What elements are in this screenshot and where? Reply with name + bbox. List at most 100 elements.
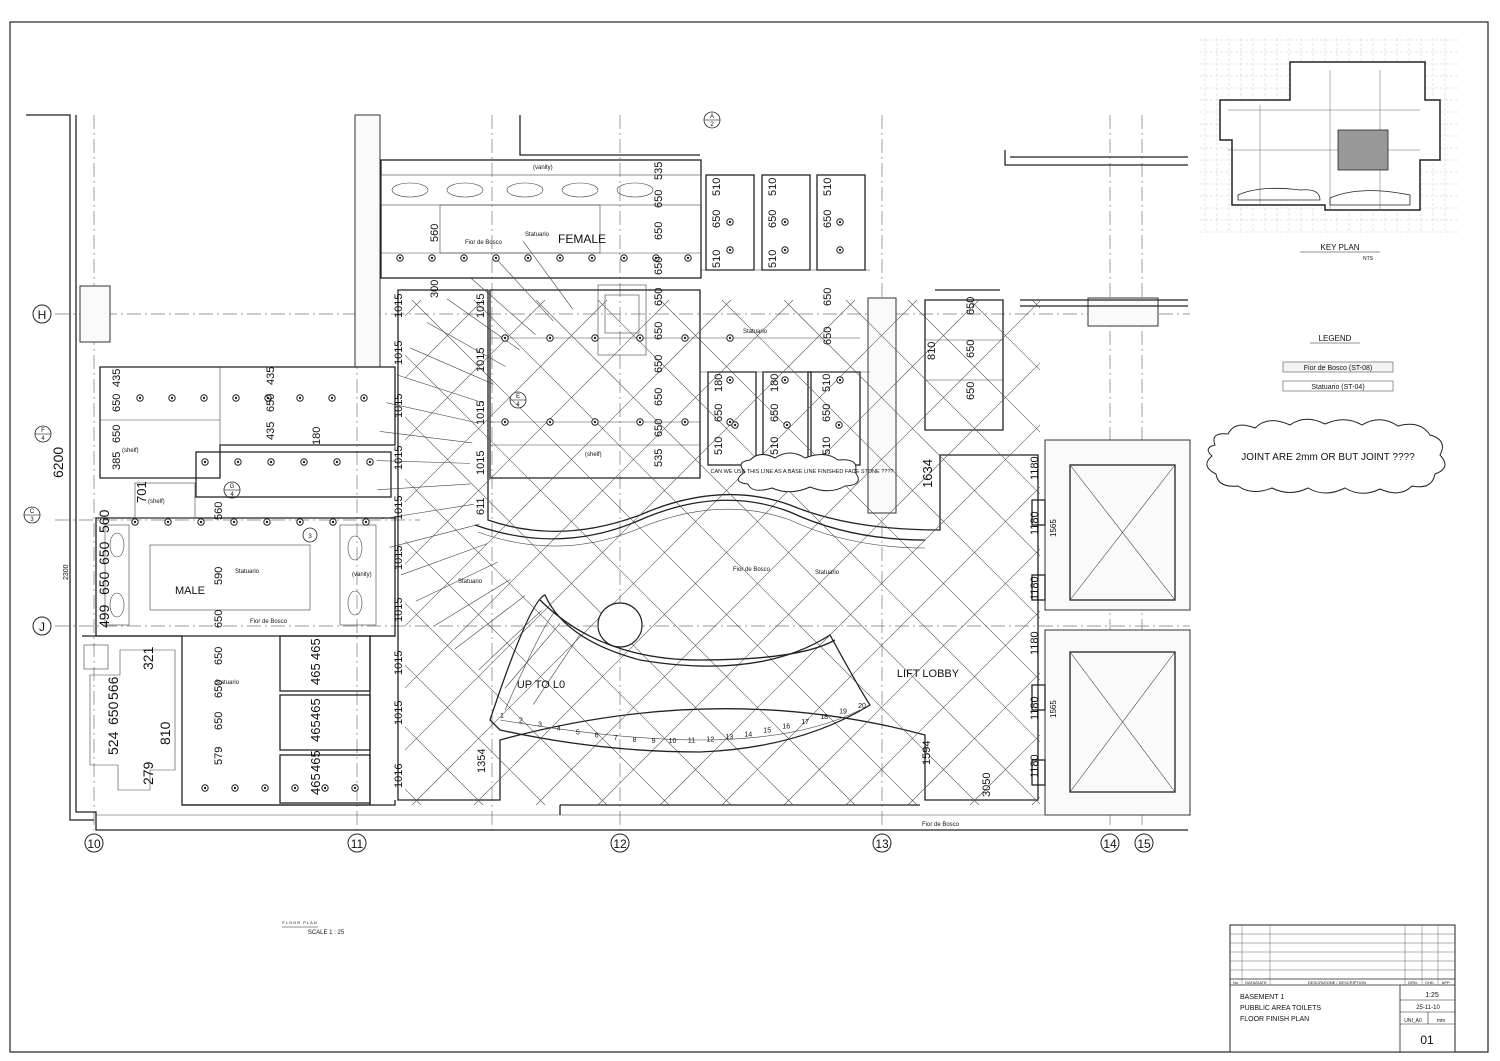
svg-text:435: 435 (111, 369, 123, 387)
tile-joint-line (845, 300, 1040, 805)
svg-text:510: 510 (767, 178, 779, 196)
svg-text:1180: 1180 (1029, 456, 1041, 480)
tile-joint-line (721, 300, 1040, 805)
tile-joint-line (1404, 300, 1500, 805)
svg-text:650: 650 (653, 388, 665, 406)
joint-mark-dot (269, 460, 273, 464)
section-mark-a: A 2 (703, 111, 721, 129)
svg-text:1354: 1354 (476, 749, 488, 773)
svg-text:SCALE 1 : 25: SCALE 1 : 25 (308, 930, 345, 936)
svg-text:535: 535 (653, 449, 665, 467)
tile-joint-line (1466, 300, 1500, 805)
svg-text:650: 650 (965, 340, 977, 358)
svg-text:499: 499 (96, 604, 112, 628)
tile-joint-line (907, 300, 1040, 805)
south-wall (96, 800, 1188, 816)
joint-mark-dot (593, 336, 597, 340)
section-mark-g: G 4 (223, 481, 241, 499)
svg-text:DRN.: DRN. (1408, 980, 1418, 985)
svg-text:650: 650 (96, 571, 112, 595)
diagonal-tile-pattern (0, 300, 1500, 805)
joint-mark-dot (838, 248, 842, 252)
legend: LEGEND Fior de Bosco (ST-08) Statuario (… (1282, 334, 1394, 392)
key-plan-title: KEY PLAN (1321, 243, 1360, 252)
joint-mark-dot (462, 256, 466, 260)
outer-walls (26, 114, 1188, 831)
joint-mark-dot (638, 420, 642, 424)
svg-text:510: 510 (822, 178, 834, 196)
joint-mark-dot (138, 396, 142, 400)
joint-mark-dot (265, 520, 269, 524)
stair-tread (495, 257, 554, 322)
svg-text:DESCRIZIONE / DESCRIPTION: DESCRIZIONE / DESCRIPTION (1308, 980, 1366, 985)
stair-number: 11 (688, 738, 695, 745)
joint-mark-dot (590, 256, 594, 260)
title-scale: 1:25 (1425, 992, 1439, 999)
svg-text:4: 4 (516, 402, 520, 408)
svg-text:1015: 1015 (393, 496, 405, 520)
joint-mark-dot (733, 423, 737, 427)
svg-text:701: 701 (134, 481, 149, 503)
svg-text:465: 465 (308, 698, 323, 720)
svg-text:3: 3 (308, 534, 312, 540)
joint-mark-dot (302, 460, 306, 464)
joint-mark-dot (728, 378, 732, 382)
joint-mark-dot (232, 520, 236, 524)
svg-text:1015: 1015 (475, 348, 487, 372)
stair-tread (522, 240, 574, 310)
svg-text:435: 435 (265, 367, 277, 385)
room-label-lift-lobby: LIFT LOBBY (897, 668, 960, 680)
svg-text:1015: 1015 (475, 401, 487, 425)
tile-joint-line (0, 300, 49, 805)
stair-tread (454, 595, 526, 650)
query-note: CAN WE USE THIS LINE AS A BASE LINE FINI… (711, 452, 893, 493)
section-mark-d: 3 (302, 527, 318, 543)
svg-text:650: 650 (653, 257, 665, 275)
stair-number: 18 (820, 714, 828, 721)
svg-text:1565: 1565 (1049, 519, 1058, 537)
svg-text:524: 524 (105, 731, 121, 755)
stair-number: 6 (595, 732, 599, 739)
shelf-label: (shelf) (122, 448, 139, 454)
tile-joint-marks (131, 218, 844, 792)
lift-shafts (1031, 439, 1191, 816)
svg-text:4: 4 (41, 436, 45, 442)
tile-joint-line (1156, 300, 1500, 805)
joint-mark-dot (266, 396, 270, 400)
svg-text:13: 13 (875, 837, 889, 851)
svg-text:3050: 3050 (981, 773, 993, 797)
tile-joint-line (1280, 300, 1500, 805)
joint-mark-dot (783, 378, 787, 382)
joint-mark-dot (622, 256, 626, 260)
svg-text:J: J (39, 620, 45, 634)
svg-text:560: 560 (96, 509, 112, 533)
svg-text:1565: 1565 (1049, 700, 1058, 718)
svg-text:E: E (516, 394, 520, 400)
title-block: No. DATA/DATE DESCRIZIONE / DESCRIPTION … (1229, 924, 1456, 1053)
stair-number: 3 (538, 722, 542, 729)
svg-text:650: 650 (653, 190, 665, 208)
svg-text:650: 650 (711, 210, 723, 228)
joint-mark-dot (298, 520, 302, 524)
shelf-label: (shelf) (585, 452, 602, 458)
svg-text:650: 650 (822, 210, 834, 228)
svg-text:1015: 1015 (393, 446, 405, 470)
stair-number: 2 (519, 717, 523, 724)
legend-swatch-fior (1282, 361, 1394, 373)
svg-text:465: 465 (308, 638, 323, 660)
svg-text:510: 510 (711, 250, 723, 268)
svg-text:G: G (230, 484, 235, 490)
svg-text:1015: 1015 (393, 546, 405, 570)
tile-joint-line (907, 300, 1040, 805)
vanity-label: (vanity) (533, 165, 553, 171)
svg-text:1015: 1015 (475, 294, 487, 318)
joint-mark-dot (593, 420, 597, 424)
tile-joint-line (405, 300, 422, 805)
stair-number: 12 (707, 736, 715, 743)
svg-text:3: 3 (30, 517, 34, 523)
title-format: UNI_A0 (1404, 1018, 1422, 1024)
svg-text:810: 810 (157, 721, 173, 745)
stair-number: 5 (576, 729, 580, 736)
svg-text:810: 810 (926, 342, 938, 360)
